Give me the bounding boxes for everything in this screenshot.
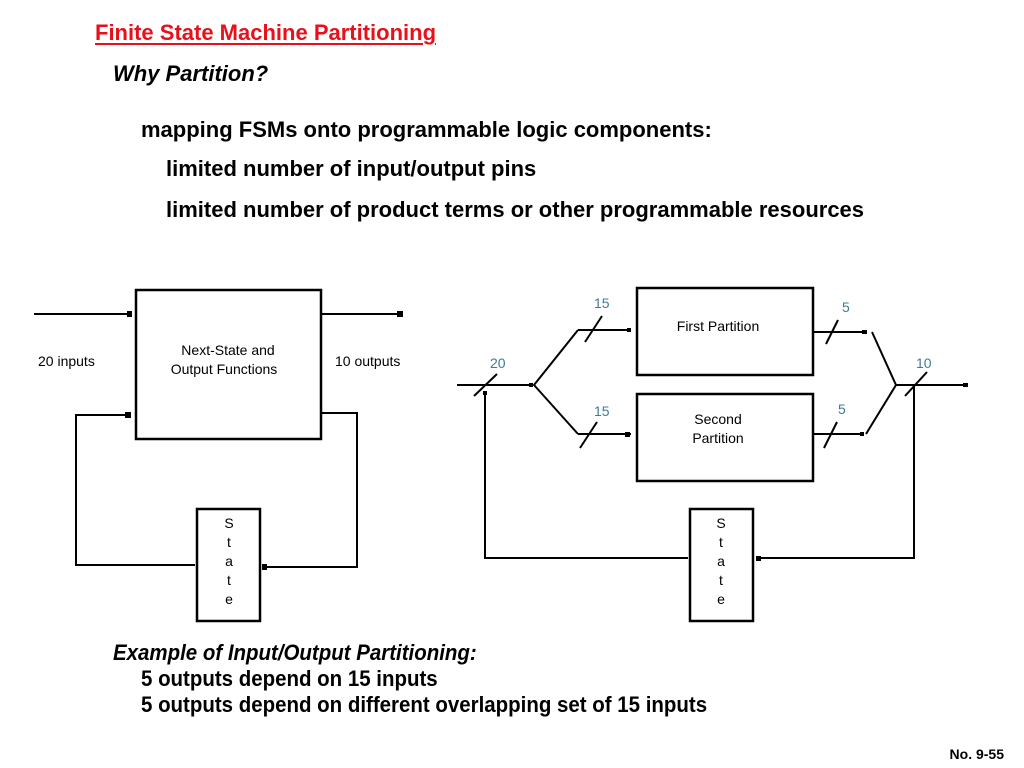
bus-slash-icon xyxy=(579,421,598,449)
top-out-width-label: 5 xyxy=(842,299,850,315)
state-letter: S xyxy=(224,515,233,531)
state-in-arrow-icon xyxy=(262,564,267,570)
state-letter: S xyxy=(716,515,725,531)
merge-wires xyxy=(865,331,898,435)
bullet-mapping: mapping FSMs onto programmable logic com… xyxy=(141,117,712,142)
state-in-arrow-icon xyxy=(756,556,761,561)
split-wires xyxy=(532,329,579,435)
outputs-label: 10 outputs xyxy=(335,353,400,369)
first-partition-label: First Partition xyxy=(677,318,759,334)
feedback-arrow-icon xyxy=(125,412,131,418)
example-line-1: 5 outputs depend on 15 inputs xyxy=(141,666,438,691)
example-heading: Example of Input/Output Partitioning: xyxy=(113,640,477,665)
bottom-branch-width-label: 15 xyxy=(594,403,610,419)
example-line-2: 5 outputs depend on different overlappin… xyxy=(141,692,708,717)
state-letter: t xyxy=(719,534,723,550)
output-bus-arrow-icon xyxy=(963,383,968,387)
state-letter: a xyxy=(225,553,233,569)
next-state-label-2: Output Functions xyxy=(171,361,278,377)
next-state-label-1: Next-State and xyxy=(181,342,274,358)
state-letter: a xyxy=(717,553,725,569)
state-letter: t xyxy=(719,572,723,588)
state-block-left xyxy=(195,507,262,623)
state-letter: t xyxy=(227,572,231,588)
input-width-label: 20 xyxy=(490,355,506,371)
bus-slash-icon xyxy=(825,319,839,345)
top-out-arrow-icon xyxy=(862,330,867,334)
input-bus-arrow-icon xyxy=(529,383,533,387)
state-letter: e xyxy=(717,591,725,607)
bottom-out-width-label: 5 xyxy=(838,401,846,417)
next-state-block xyxy=(134,288,323,441)
output-arrow-icon xyxy=(397,311,403,317)
feedback-arrow-icon xyxy=(483,391,487,395)
state-block-right xyxy=(688,507,755,623)
feedback-wire-left xyxy=(484,393,688,559)
bus-slash-icon xyxy=(823,421,838,449)
left-diagram: Next-State and Output Functions 20 input… xyxy=(34,288,403,623)
second-partition-block xyxy=(635,392,815,483)
right-diagram: First Partition Second Partition 20 15 1… xyxy=(457,286,968,623)
bus-slash-icon xyxy=(473,373,498,397)
bullet-product-terms: limited number of product terms or other… xyxy=(166,197,865,222)
feedback-wire-left xyxy=(75,414,195,566)
top-branch-arrow-icon xyxy=(627,328,631,332)
bullet-io-pins: limited number of input/output pins xyxy=(166,156,537,181)
bottom-branch-arrow-icon xyxy=(625,432,630,437)
slide-subtitle: Why Partition? xyxy=(113,61,269,86)
second-partition-label-1: Second xyxy=(694,411,741,427)
slide-title: Finite State Machine Partitioning xyxy=(95,20,437,45)
bottom-out-arrow-icon xyxy=(860,432,864,436)
state-letter: e xyxy=(225,591,233,607)
top-branch-width-label: 15 xyxy=(594,295,610,311)
page-number: No. 9-55 xyxy=(949,746,1004,762)
second-partition-label-2: Partition xyxy=(692,430,743,446)
feedback-wire-right xyxy=(757,385,915,559)
state-letter: t xyxy=(227,534,231,550)
bus-slash-icon xyxy=(904,371,928,397)
input-arrow-icon xyxy=(127,311,132,317)
inputs-label: 20 inputs xyxy=(38,353,95,369)
bus-slash-icon xyxy=(584,315,603,343)
feedback-wire-right xyxy=(262,412,358,568)
output-width-label: 10 xyxy=(916,355,932,371)
